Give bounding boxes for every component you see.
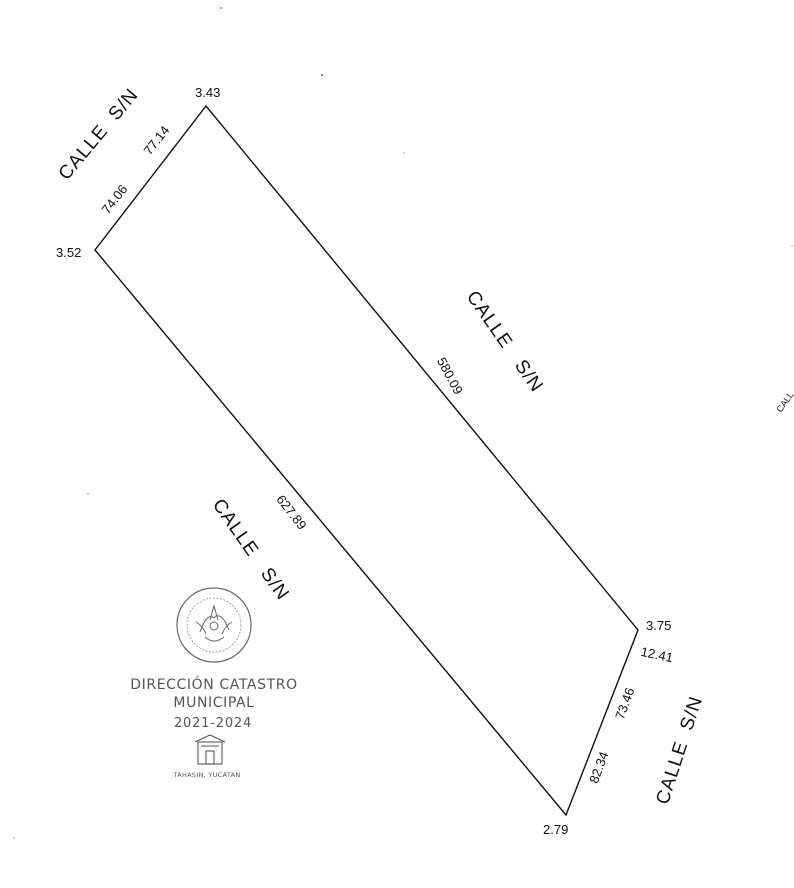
stamp-title: DIRECCIÓN CATASTRO <box>130 675 297 693</box>
side-length-se-a: 12.41 <box>639 644 674 665</box>
corner-label-top: 3.43 <box>195 85 220 100</box>
street-label-edge-fragment: CALL <box>774 390 794 414</box>
street-label-northwest: CALLE S/N <box>55 85 143 185</box>
corner-label-left: 3.52 <box>56 245 81 260</box>
corner-label-bottom: 2.79 <box>543 822 568 837</box>
seal-inner-ring <box>186 597 242 653</box>
street-label-northeast: CALLE S/N <box>462 287 547 396</box>
street-label-southeast: CALLE S/N <box>652 694 707 807</box>
municipal-seal <box>176 587 252 663</box>
scan-speck <box>791 245 793 247</box>
scan-speck <box>13 837 15 839</box>
seal-outer-ring <box>176 587 252 663</box>
corner-label-right: 3.75 <box>646 618 671 633</box>
side-length-se-b: 73.46 <box>612 686 637 722</box>
side-length-sw: 627.89 <box>273 492 309 533</box>
side-length-ne: 580.09 <box>434 355 466 397</box>
stamp-footer: TAHASIN, YUCATAN <box>172 771 240 779</box>
parcel-boundary <box>94 104 639 817</box>
eagle-emblem-icon <box>195 604 233 642</box>
scan-speck <box>321 74 323 76</box>
stamp-years: 2021-2024 <box>174 716 252 731</box>
scan-speck <box>403 152 405 154</box>
stamp-subtitle: MUNICIPAL <box>173 695 254 711</box>
town-emblem-icon <box>194 734 226 765</box>
side-length-nw-b: 77.14 <box>141 123 173 158</box>
scan-speck <box>220 7 222 9</box>
scan-speck <box>87 493 89 495</box>
